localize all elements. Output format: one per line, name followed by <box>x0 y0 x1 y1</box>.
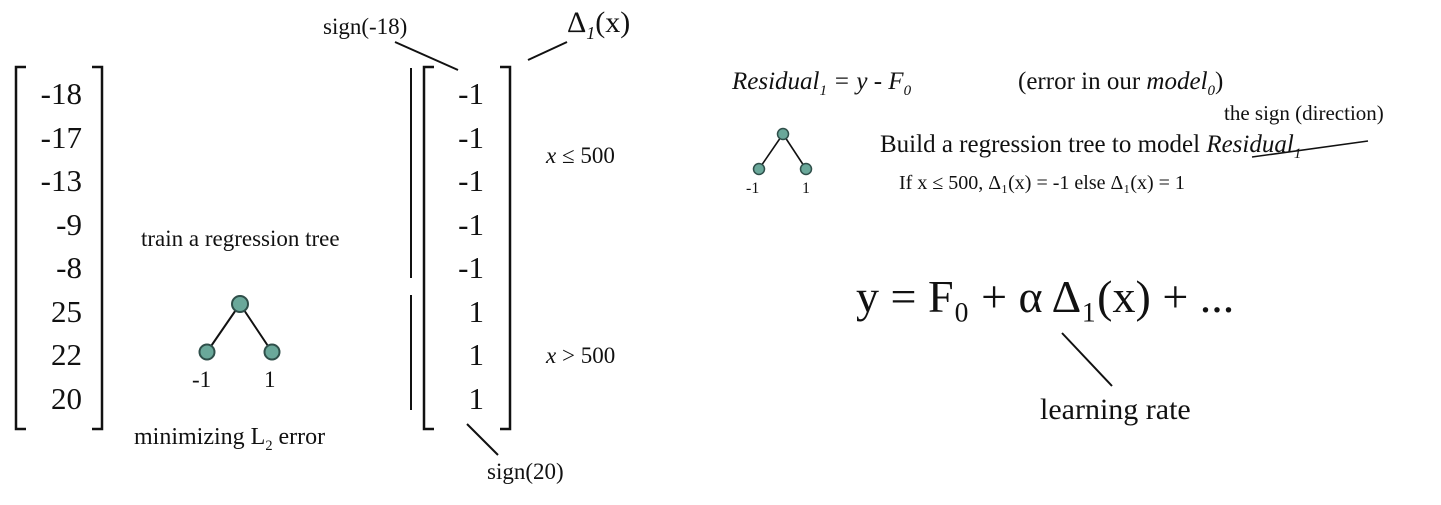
vector-entry: -17 <box>40 119 82 155</box>
left-vector-brackets <box>14 65 104 431</box>
build-tree-text: Build a regression tree to model Residua… <box>880 131 1302 162</box>
vector-entry: 1 <box>468 293 485 329</box>
vector-entry: 1 <box>468 337 485 372</box>
vector-entry: 1 <box>468 380 485 416</box>
tree-root-node <box>776 127 790 141</box>
strike-line <box>1251 140 1369 158</box>
vector-entry: -8 <box>56 250 82 285</box>
condition-gt: x > 500 <box>546 343 616 368</box>
leader-lines <box>394 41 1113 456</box>
tree-right-leaf-label: 1 <box>264 367 276 392</box>
vector-entry: -9 <box>56 206 82 242</box>
sign-bottom-label: sign(20) <box>487 459 564 484</box>
tree-right-leaf-right: 1 <box>802 180 810 197</box>
vector-entry: 20 <box>51 380 82 416</box>
vector-entry: -1 <box>458 206 484 242</box>
regression-tree-left <box>198 295 281 361</box>
tree-right-leaf-left: -1 <box>746 180 760 197</box>
tree-leaf-node <box>198 343 216 361</box>
sign-vector-brackets <box>422 65 512 431</box>
sign-direction-label: the sign (direction) <box>1224 101 1384 125</box>
vector-entry: -18 <box>40 76 82 111</box>
delta-label: Δ1(x) <box>567 6 631 43</box>
vector-entry: -1 <box>458 163 484 198</box>
tree-leaf-node <box>263 343 281 361</box>
sign-vector: -1 -1 -1 -1 -1 1 1 1 <box>446 72 484 420</box>
train-label: train a regression tree <box>141 226 340 251</box>
sign-top-label: sign(-18) <box>323 14 408 39</box>
residual-equation: Residual1 = y - F0 <box>732 68 912 99</box>
tree-left-leaf-label: -1 <box>192 367 212 392</box>
regression-tree-right <box>752 127 813 176</box>
tree-leaf-node <box>752 162 766 176</box>
target-vector: -18 -17 -13 -9 -8 25 22 20 <box>34 72 82 420</box>
vector-entry: 22 <box>51 337 82 372</box>
minimizing-label: minimizing L2 error <box>134 424 326 454</box>
tree-leaf-node <box>799 162 813 176</box>
vector-entry: -1 <box>458 119 484 155</box>
vector-entry: -1 <box>458 250 484 285</box>
vector-entry: -1 <box>458 76 484 111</box>
tree-root-node <box>231 295 249 313</box>
residual-comment: (error in our model0) <box>1018 68 1224 99</box>
learning-rate-label: learning rate <box>1040 393 1191 426</box>
vector-entry: 25 <box>51 293 82 329</box>
split-rule: If x ≤ 500, Δ₁(x) = -1 else Δ₁(x) = 1 <box>899 172 1185 194</box>
main-equation: y = F₀ + α Δ₁(x) + ... <box>856 271 1235 322</box>
condition-le: x ≤ 500 <box>546 143 615 168</box>
vector-entry: -13 <box>40 163 82 198</box>
